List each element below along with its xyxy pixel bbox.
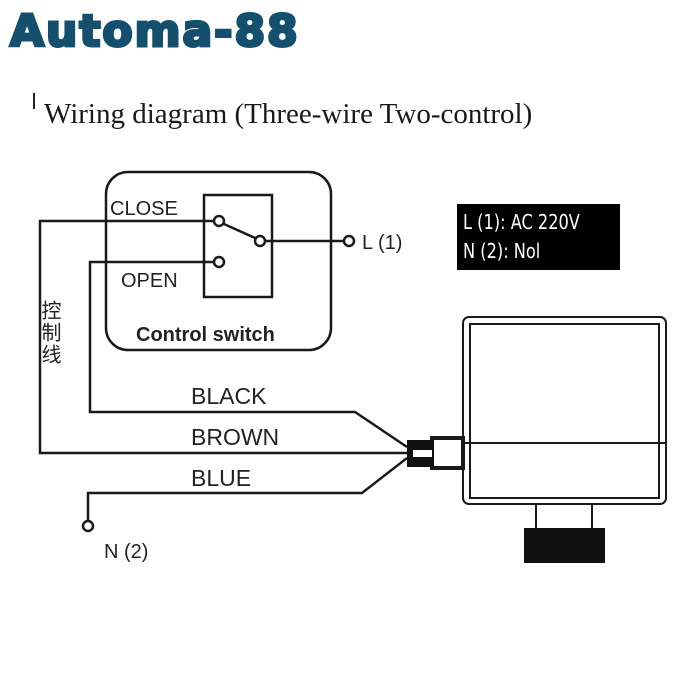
brown-wire-label: BROWN [191, 424, 279, 450]
legend-line-2: N (2): Nol [463, 239, 541, 263]
black-wire [88, 260, 408, 449]
live-terminal [342, 234, 356, 248]
brown-wire [38, 219, 407, 455]
neutral-terminal [81, 519, 95, 533]
close-label: CLOSE [110, 198, 178, 220]
live-terminal-label: L (1) [362, 232, 402, 254]
black-wire-label: BLACK [191, 383, 267, 409]
switch-lever [223, 222, 256, 240]
open-terminal [212, 255, 226, 269]
common-terminal [253, 234, 267, 248]
neutral-terminal-label: N (2) [104, 541, 148, 563]
diagram-title: Wiring diagram (Three-wire Two-control) [44, 98, 533, 130]
switch-inner-box [202, 193, 274, 299]
open-label: OPEN [121, 270, 178, 292]
actuator-base [524, 528, 605, 563]
brand-logo: Automa-88 [9, 5, 300, 59]
control-wire-label: 控制线 [38, 300, 61, 366]
actuator [430, 316, 667, 528]
legend-line-1: L (1): AC 220V [463, 210, 580, 234]
connector-slot [413, 450, 432, 457]
blue-wire-label: BLUE [191, 465, 251, 491]
control-switch-label: Control switch [136, 324, 275, 346]
close-terminal [212, 214, 226, 228]
blue-wire [86, 457, 408, 521]
title-marker [33, 93, 35, 109]
voltage-legend: L (1): AC 220V N (2): Nol [457, 204, 620, 270]
